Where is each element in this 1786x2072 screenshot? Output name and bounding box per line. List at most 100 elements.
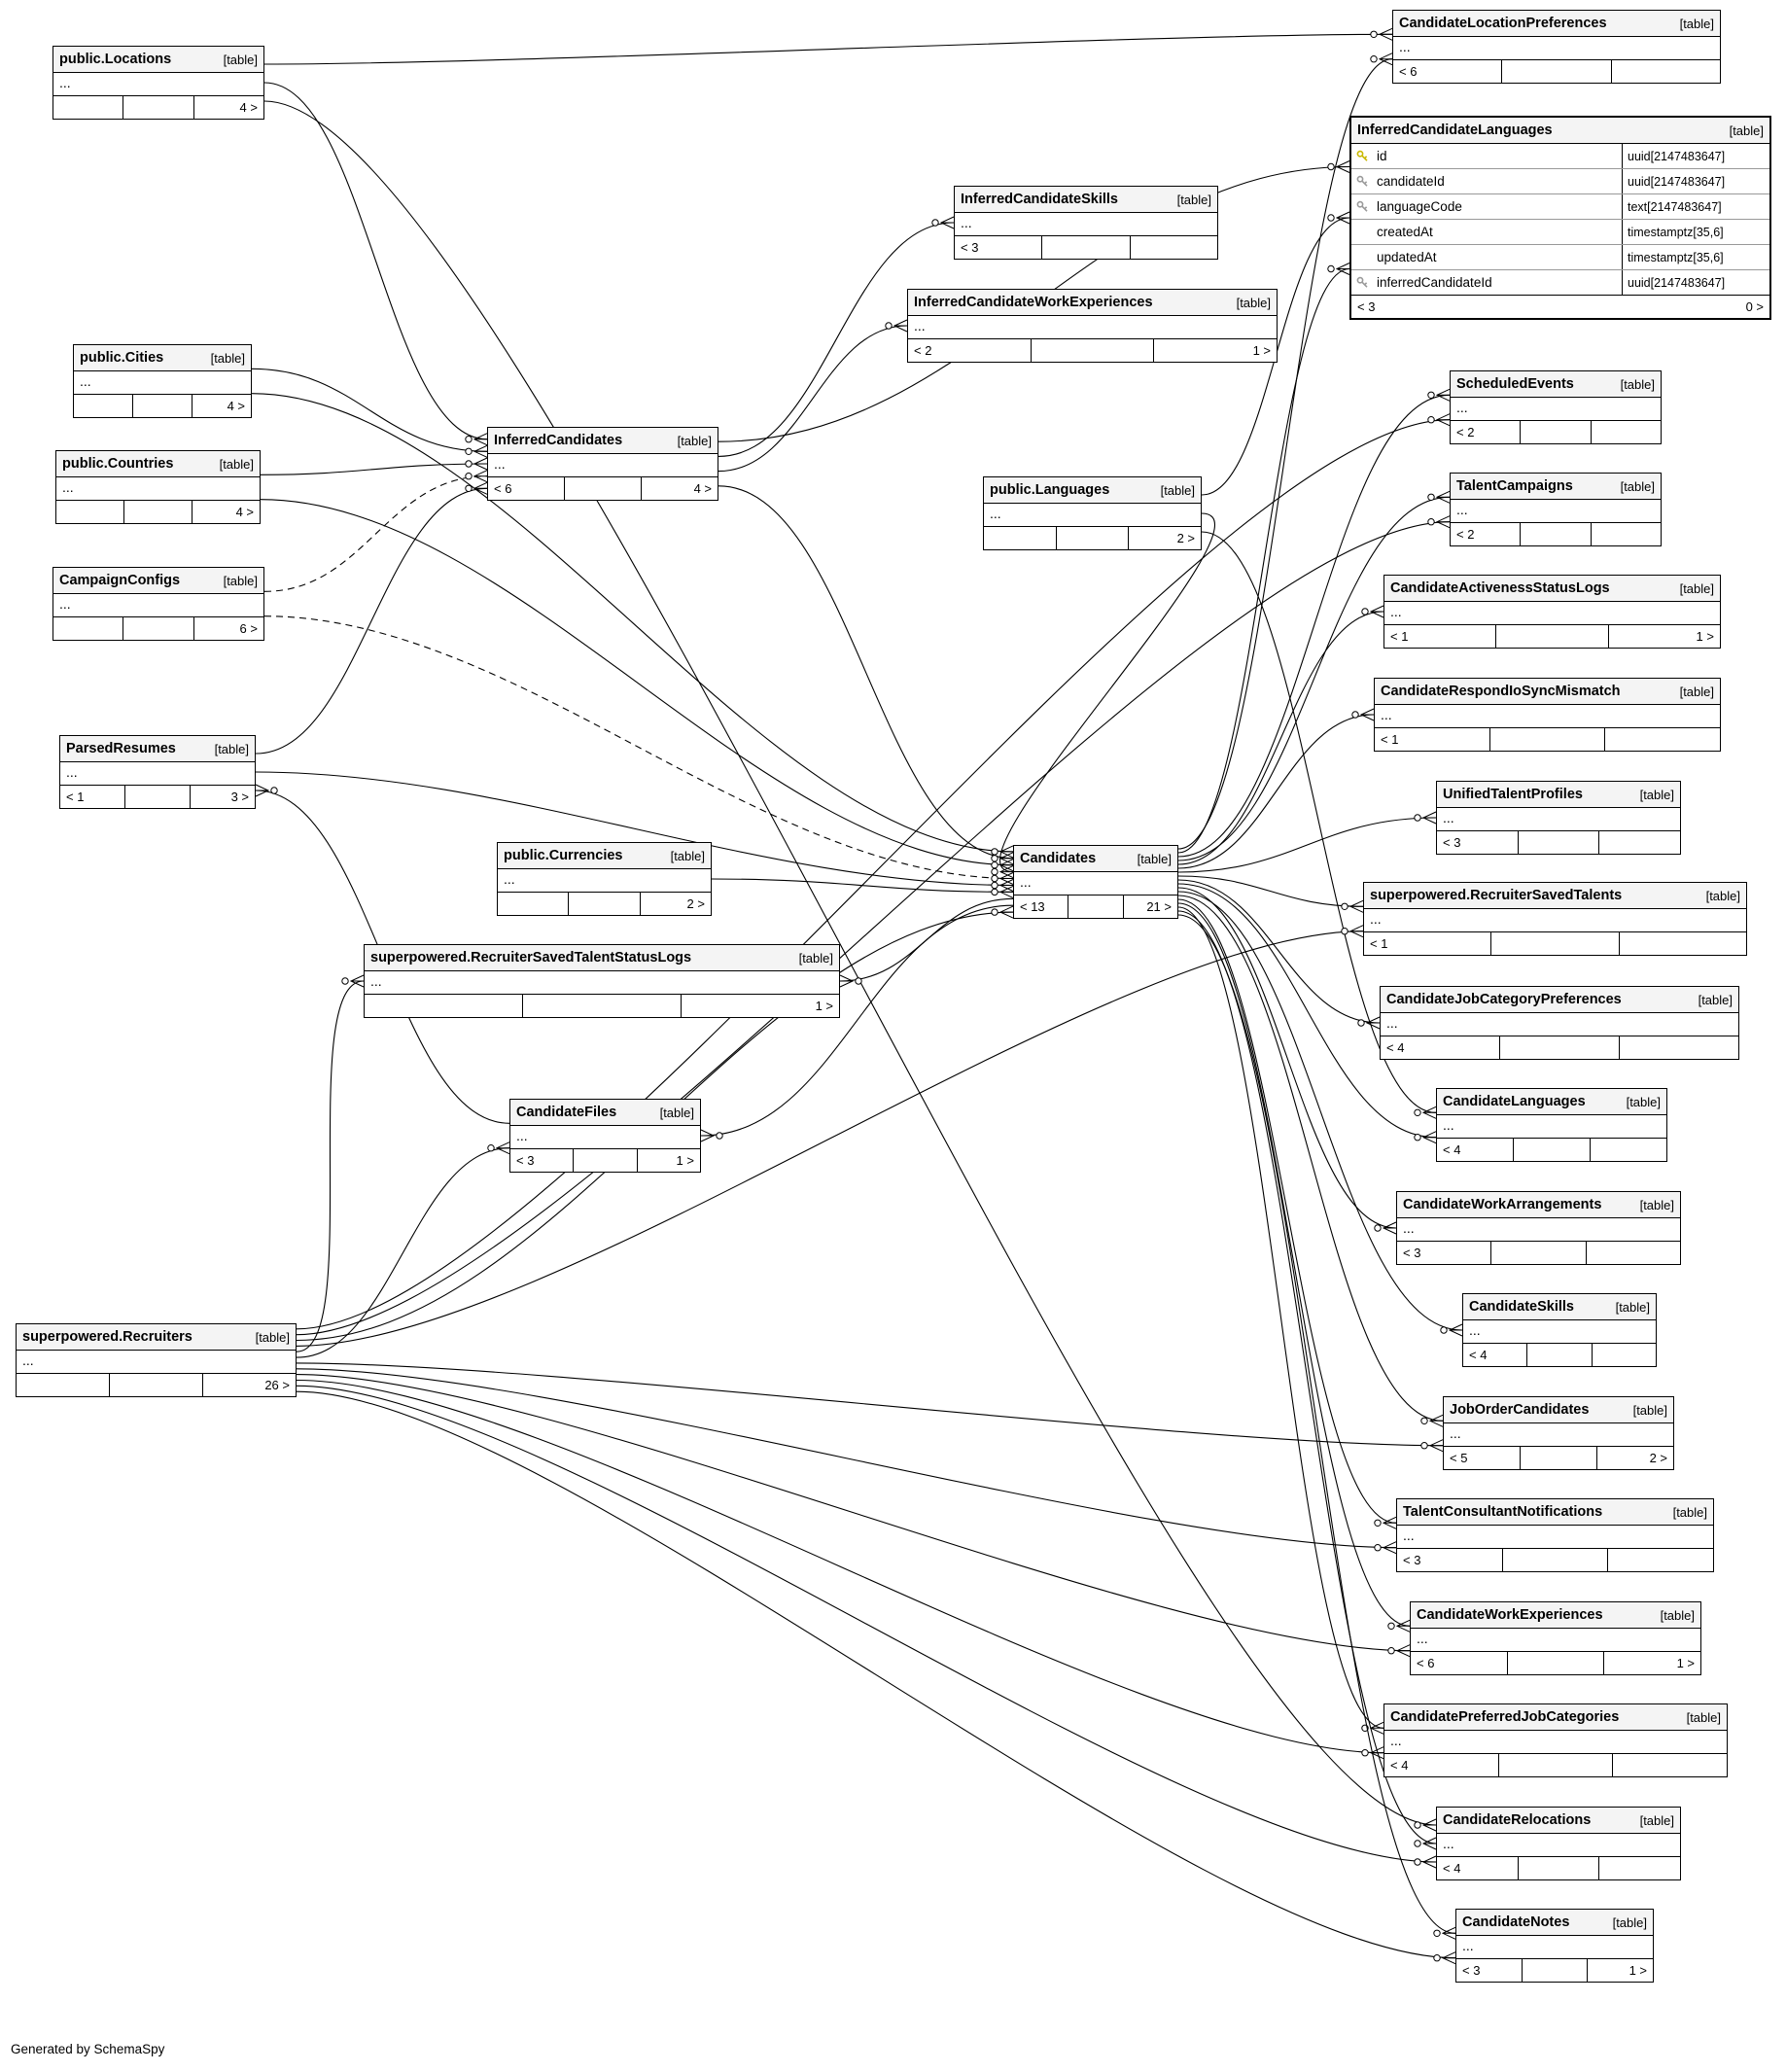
footer-right bbox=[1593, 1344, 1656, 1366]
table-cities[interactable]: public.Cities[table]...4 > bbox=[73, 344, 252, 418]
footer-left: < 2 bbox=[1451, 523, 1522, 545]
foreign-key-icon bbox=[1351, 276, 1373, 289]
table-cand_loc_prefs[interactable]: CandidateLocationPreferences[table]...< … bbox=[1392, 10, 1721, 84]
table-rst_status_logs[interactable]: superpowered.RecruiterSavedTalentStatusL… bbox=[364, 944, 840, 1018]
table-name: CandidateRelocations bbox=[1443, 1812, 1592, 1828]
table-header: UnifiedTalentProfiles[table] bbox=[1437, 782, 1680, 808]
table-cand_respondio[interactable]: CandidateRespondIoSyncMismatch[table]...… bbox=[1374, 678, 1721, 752]
table-tag-label: [table] bbox=[1639, 1197, 1674, 1212]
table-name: public.Languages bbox=[990, 482, 1110, 498]
table-name: Candidates bbox=[1020, 851, 1097, 866]
relationship-edge bbox=[1177, 891, 1463, 1337]
table-tag-label: [table] bbox=[1632, 1402, 1667, 1418]
footer-left: < 4 bbox=[1437, 1139, 1514, 1161]
table-name: CandidatePreferredJobCategories bbox=[1390, 1709, 1620, 1725]
table-talent_consultant_notifs[interactable]: TalentConsultantNotifications[table]...<… bbox=[1396, 1498, 1714, 1572]
table-scheduled_events[interactable]: ScheduledEvents[table]...< 2 bbox=[1450, 370, 1662, 444]
table-name: public.Currencies bbox=[504, 848, 623, 863]
relationship-edge bbox=[1177, 898, 1397, 1529]
footer-mid bbox=[1490, 728, 1606, 751]
relationship-edge bbox=[296, 1362, 1444, 1453]
table-columns-collapsed: ... bbox=[56, 477, 260, 501]
footer-right: 2 > bbox=[686, 896, 705, 911]
table-name: InferredCandidateWorkExperiences bbox=[914, 295, 1153, 310]
footer-mid bbox=[123, 617, 194, 640]
table-currencies[interactable]: public.Currencies[table]...2 > bbox=[497, 842, 712, 916]
footer-mid bbox=[1042, 236, 1131, 259]
footer-mid bbox=[133, 395, 193, 417]
table-recruiters[interactable]: superpowered.Recruiters[table]...26 > bbox=[16, 1323, 297, 1397]
footer-right bbox=[1592, 523, 1661, 545]
table-columns-collapsed: ... bbox=[1397, 1526, 1713, 1549]
footer-right bbox=[1591, 1139, 1666, 1161]
table-footer: < 4 bbox=[1381, 1036, 1738, 1059]
table-locations[interactable]: public.Locations[table]...4 > bbox=[53, 46, 264, 120]
relationship-edge bbox=[1177, 879, 1381, 1030]
table-cand_pref_job_cats[interactable]: CandidatePreferredJobCategories[table]..… bbox=[1383, 1703, 1728, 1777]
table-header: superpowered.RecruiterSavedTalentStatusL… bbox=[365, 945, 839, 971]
table-tag-label: [table] bbox=[214, 741, 249, 756]
table-header: CandidateRelocations[table] bbox=[1437, 1808, 1680, 1834]
table-cand_relocations[interactable]: CandidateRelocations[table]...< 4 bbox=[1436, 1807, 1681, 1880]
table-inf_cand_workexp[interactable]: InferredCandidateWorkExperiences[table].… bbox=[907, 289, 1278, 363]
footer-mid bbox=[523, 995, 682, 1017]
footer-mid bbox=[1502, 60, 1612, 83]
table-unified_talent_profiles[interactable]: UnifiedTalentProfiles[table]...< 3 bbox=[1436, 781, 1681, 855]
table-name: CandidateWorkArrangements bbox=[1403, 1197, 1602, 1212]
footer-right bbox=[1613, 1754, 1727, 1776]
relationship-edge bbox=[1177, 53, 1393, 850]
footer-left bbox=[53, 96, 124, 119]
table-name: InferredCandidateLanguages bbox=[1357, 123, 1553, 138]
footer-mid bbox=[1503, 1549, 1609, 1571]
table-footer: 4 > bbox=[74, 395, 251, 417]
table-talent_campaigns[interactable]: TalentCampaigns[table]...< 2 bbox=[1450, 473, 1662, 546]
footer-right bbox=[1599, 831, 1680, 854]
relationship-edge bbox=[263, 27, 1393, 65]
table-campaign_configs[interactable]: CampaignConfigs[table]...6 > bbox=[53, 567, 264, 641]
relationship-edge bbox=[251, 368, 488, 458]
table-columns-collapsed: ... bbox=[1451, 500, 1661, 523]
footer-right: 1 > bbox=[815, 999, 833, 1013]
relationship-edge bbox=[296, 1374, 1411, 1658]
table-cand_languages[interactable]: CandidateLanguages[table]...< 4 bbox=[1436, 1088, 1667, 1162]
table-header: Candidates[table] bbox=[1014, 846, 1177, 872]
table-footer: < 1 bbox=[1375, 728, 1720, 751]
table-cand_activeness[interactable]: CandidateActivenessStatusLogs[table]...<… bbox=[1383, 575, 1721, 649]
table-languages[interactable]: public.Languages[table]...2 > bbox=[983, 476, 1202, 550]
table-name: InferredCandidates bbox=[494, 433, 623, 448]
footer-left bbox=[17, 1374, 110, 1396]
table-header: ScheduledEvents[table] bbox=[1451, 371, 1661, 398]
relationship-edge bbox=[1177, 490, 1451, 861]
table-recruiter_saved_talents[interactable]: superpowered.RecruiterSavedTalents[table… bbox=[1363, 882, 1747, 956]
table-inf_cand_skills[interactable]: InferredCandidateSkills[table]...< 3 bbox=[954, 186, 1218, 260]
footer-mid bbox=[124, 501, 193, 523]
table-tag-label: [table] bbox=[1705, 888, 1740, 903]
table-cand_job_cat_prefs[interactable]: CandidateJobCategoryPreferences[table]..… bbox=[1380, 986, 1739, 1060]
table-name: CampaignConfigs bbox=[59, 573, 181, 588]
relationship-edge bbox=[1177, 887, 1397, 1235]
footer-right: 21 > bbox=[1146, 899, 1172, 914]
table-columns-collapsed: ... bbox=[74, 371, 251, 395]
table-tag-label: [table] bbox=[1679, 16, 1714, 31]
table-columns-collapsed: ... bbox=[984, 504, 1201, 527]
table-countries[interactable]: public.Countries[table]...4 > bbox=[55, 450, 261, 524]
table-tag-label: [table] bbox=[1626, 1094, 1661, 1109]
table-tag-label: [table] bbox=[1612, 1914, 1647, 1930]
footer-left: < 1 bbox=[1384, 625, 1497, 648]
table-cand_skills[interactable]: CandidateSkills[table]...< 4 bbox=[1462, 1293, 1657, 1367]
table-footer: 6 > bbox=[53, 617, 263, 640]
table-columns-collapsed: ... bbox=[1411, 1629, 1700, 1652]
table-cand_work_arrangements[interactable]: CandidateWorkArrangements[table]...< 3 bbox=[1396, 1191, 1681, 1265]
table-columns-collapsed: ... bbox=[1384, 1731, 1727, 1754]
table-tag-label: [table] bbox=[1672, 1504, 1707, 1520]
